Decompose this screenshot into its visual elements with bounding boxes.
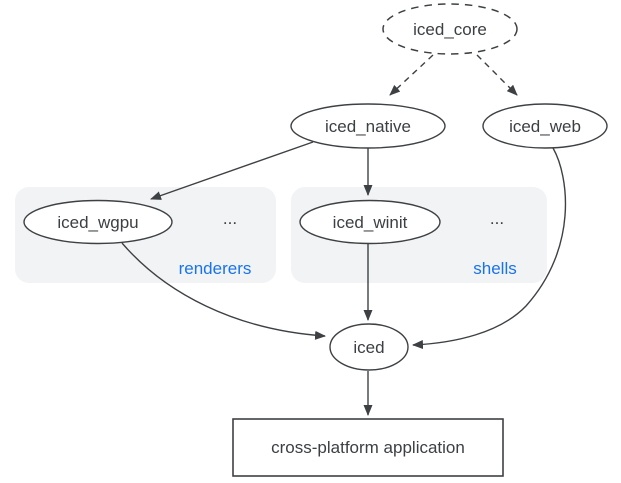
group-label-shells: shells	[473, 259, 516, 278]
node-iced-web	[482, 103, 608, 149]
renderers-more-ellipsis: ...	[223, 209, 237, 228]
node-iced-core	[382, 3, 518, 55]
node-iced-core-label: iced_core	[413, 20, 487, 39]
edge-core-to-native	[389, 54, 434, 96]
edge-wgpu-to-iced	[121, 242, 326, 340]
node-iced-winit-label: iced_winit	[333, 213, 408, 232]
node-iced-native	[290, 103, 446, 149]
group-label-renderers: renderers	[179, 259, 252, 278]
node-iced-wgpu	[23, 199, 173, 245]
node-iced-winit	[299, 199, 441, 245]
node-iced	[329, 323, 409, 371]
edge-core-to-web	[476, 54, 518, 96]
node-iced-label: iced	[353, 338, 384, 357]
node-cross-platform-application	[232, 418, 504, 477]
node-iced-web-label: iced_web	[509, 117, 581, 136]
node-cross-platform-application-label: cross-platform application	[271, 438, 465, 457]
shells-more-ellipsis: ...	[490, 209, 504, 228]
edge-web-to-iced	[412, 147, 567, 350]
node-iced-wgpu-label: iced_wgpu	[57, 213, 138, 232]
edge-native-to-wgpu	[150, 141, 314, 200]
node-iced-native-label: iced_native	[325, 117, 411, 136]
